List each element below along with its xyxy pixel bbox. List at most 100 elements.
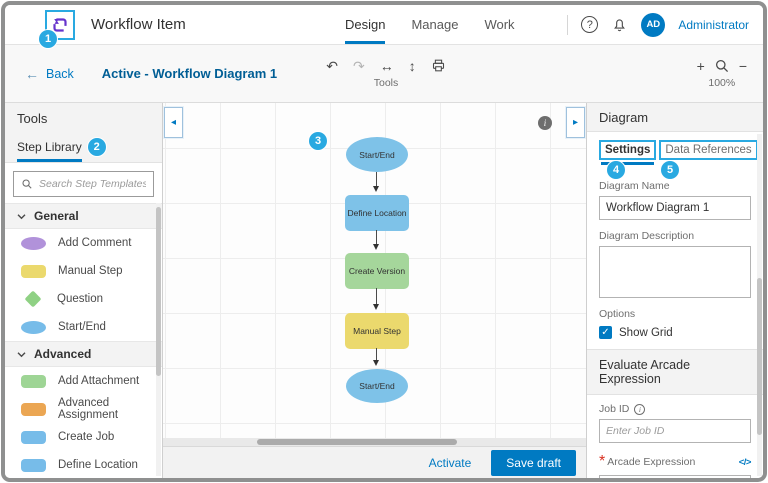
chevron-right-icon: ▸ xyxy=(572,117,579,128)
tab-settings[interactable]: Settings xyxy=(599,140,657,165)
ellipse-shape-icon xyxy=(21,320,46,334)
fit-height-icon[interactable]: ↕ xyxy=(408,57,416,74)
diagram-description-label: Diagram Description xyxy=(599,230,695,242)
user-avatar[interactable]: AD xyxy=(641,12,666,37)
step-template-question[interactable]: Question xyxy=(5,285,162,313)
back-arrow-icon: ← xyxy=(25,65,39,82)
step-template-create-job[interactable]: Create Job xyxy=(5,423,162,451)
top-right-cluster: ? AD Administrator xyxy=(567,12,749,37)
job-id-label-row: Job ID i xyxy=(599,403,751,415)
redo-icon[interactable]: ↷ xyxy=(353,57,365,74)
step-template-add-attachment[interactable]: Add Attachment xyxy=(5,367,162,395)
zoom-out-icon[interactable]: − xyxy=(738,58,747,74)
divider xyxy=(567,14,569,35)
zoom-cluster: + − 100% xyxy=(697,58,747,89)
fit-width-icon[interactable]: ↔ xyxy=(379,57,394,74)
diagram-canvas-column: ◂ i ▸ 3 Start/End Define Location Create… xyxy=(163,103,586,478)
callout-badge-1: 1 xyxy=(39,29,57,48)
ellipse-shape-icon xyxy=(21,236,46,250)
step-template-define-location[interactable]: Define Location xyxy=(5,451,162,478)
top-nav-tabs: Design Manage Work xyxy=(345,5,515,44)
user-name[interactable]: Administrator xyxy=(678,17,749,32)
rect-shape-icon xyxy=(21,374,46,388)
section-label: Advanced xyxy=(34,347,92,361)
canvas-info-icon[interactable]: i xyxy=(538,116,552,130)
code-editor-icon[interactable]: </> xyxy=(738,456,752,468)
back-button[interactable]: ← Back xyxy=(25,66,74,82)
node-define-location[interactable]: Define Location xyxy=(345,195,409,231)
options-label: Options xyxy=(599,308,636,320)
workflow-app-icon xyxy=(49,14,71,36)
tools-panel: Tools Step Library 2 xyxy=(5,103,163,478)
connector-arrow xyxy=(373,172,379,192)
node-start-end-bottom[interactable]: Start/End xyxy=(346,369,408,403)
node-start-end-top[interactable]: Start/End xyxy=(346,137,408,172)
undo-icon[interactable]: ↶ xyxy=(326,57,338,74)
connector-arrow xyxy=(373,230,379,250)
diagram-panel-tabs: Settings Data References 4 5 xyxy=(599,140,758,179)
magnifier-icon[interactable] xyxy=(714,58,730,74)
diagram-panel: Diagram Settings Data References 4 5 Dia… xyxy=(586,103,763,478)
diagram-description-textarea[interactable] xyxy=(599,246,751,298)
step-search-input[interactable] xyxy=(39,178,146,190)
tab-design[interactable]: Design xyxy=(345,5,386,44)
step-template-advanced-assignment[interactable]: Advanced Assignment xyxy=(5,395,162,423)
help-icon[interactable]: ? xyxy=(581,16,599,33)
arcade-section-title: Evaluate Arcade Expression xyxy=(587,349,763,395)
diamond-shape-icon xyxy=(24,290,42,308)
workflow-canvas[interactable]: ◂ i ▸ 3 Start/End Define Location Create… xyxy=(163,103,586,438)
diagram-panel-title: Diagram xyxy=(587,103,763,132)
connector-arrow xyxy=(373,288,379,310)
activate-button[interactable]: Activate xyxy=(428,455,472,470)
arcade-expression-textarea[interactable] xyxy=(599,475,751,478)
chevron-down-icon xyxy=(17,351,26,358)
checkbox-checked-icon[interactable]: ✓ xyxy=(599,326,612,339)
rect-shape-icon xyxy=(21,458,46,472)
right-panel-scrollbar[interactable] xyxy=(757,134,762,476)
node-manual-step[interactable]: Manual Step xyxy=(345,313,409,349)
left-panel-scrollbar[interactable] xyxy=(156,203,161,476)
print-icon[interactable] xyxy=(431,58,446,73)
section-general[interactable]: General xyxy=(5,203,162,229)
step-library-list: General Add Comment Manual Step Question… xyxy=(5,203,162,478)
zoom-in-icon[interactable]: + xyxy=(696,58,705,74)
chevron-left-icon: ◂ xyxy=(170,117,177,128)
callout-badge-2: 2 xyxy=(87,138,106,156)
workflow-app-icon-callout-box[interactable]: 1 xyxy=(39,9,75,48)
arcade-expression-label: Arcade Expression xyxy=(607,456,696,468)
diagram-name-input[interactable] xyxy=(599,196,751,220)
tools-caption: Tools xyxy=(373,77,399,89)
tools-cluster: ↶ ↷ ↔ ↕ Tools xyxy=(326,58,445,89)
tools-panel-title: Tools xyxy=(17,111,48,126)
tab-data-references[interactable]: Data References xyxy=(659,140,758,160)
show-grid-option[interactable]: ✓ Show Grid xyxy=(599,326,751,339)
callout-badge-4: 4 xyxy=(607,161,625,179)
collapse-left-panel-button[interactable]: ◂ xyxy=(164,107,183,138)
canvas-horizontal-scrollbar[interactable] xyxy=(163,438,586,446)
rect-shape-icon xyxy=(21,264,46,278)
diagram-name-label: Diagram Name xyxy=(599,180,670,192)
save-draft-button[interactable]: Save draft xyxy=(491,449,576,476)
step-template-add-comment[interactable]: Add Comment xyxy=(5,229,162,257)
step-search-box xyxy=(13,171,154,197)
callout-badge-5: 5 xyxy=(661,161,679,179)
top-bar: 1 Workflow Item Design Manage Work ? AD … xyxy=(5,5,763,48)
section-advanced[interactable]: Advanced xyxy=(5,341,162,367)
rect-shape-icon xyxy=(21,430,46,444)
step-library-label: Step Library xyxy=(17,140,82,154)
step-template-manual-step[interactable]: Manual Step xyxy=(5,257,162,285)
job-id-input[interactable] xyxy=(599,419,751,443)
arcade-expression-label-row: * Arcade Expression </> xyxy=(599,453,752,471)
tab-work[interactable]: Work xyxy=(484,17,515,32)
breadcrumb: Active - Workflow Diagram 1 xyxy=(101,66,278,81)
expand-right-panel-button[interactable]: ▸ xyxy=(566,107,585,138)
notifications-bell-icon[interactable] xyxy=(611,16,628,33)
back-label: Back xyxy=(46,66,74,81)
tab-manage[interactable]: Manage xyxy=(411,17,459,32)
step-template-start-end[interactable]: Start/End xyxy=(5,313,162,341)
info-icon[interactable]: i xyxy=(634,403,646,415)
tab-step-library[interactable]: Step Library 2 xyxy=(17,138,106,162)
node-create-version[interactable]: Create Version xyxy=(345,253,409,289)
page-title: Workflow Item xyxy=(91,16,186,33)
